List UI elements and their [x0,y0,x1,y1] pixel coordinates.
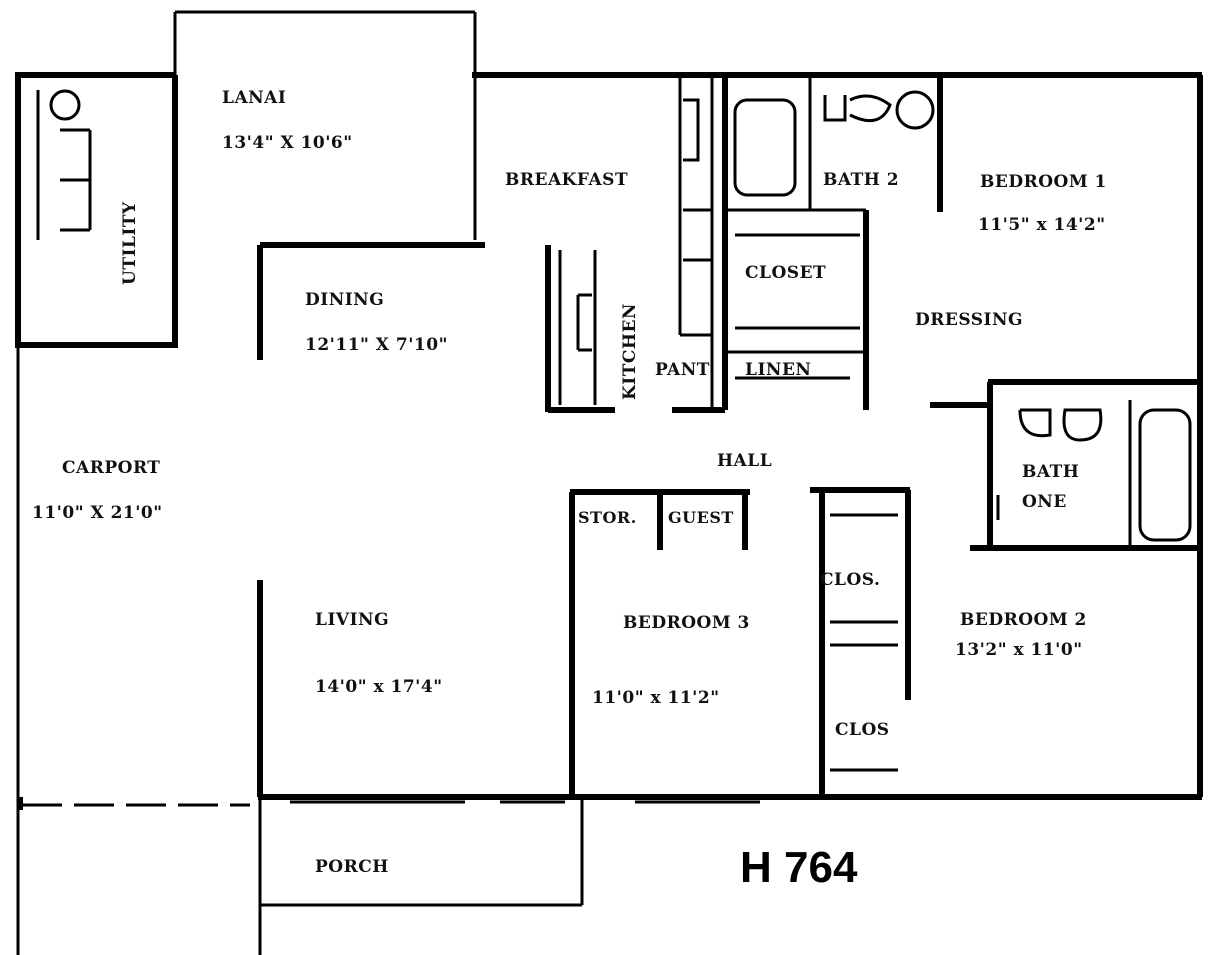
dining-label: DINING [305,290,385,310]
closet-label: CLOSET [745,263,827,283]
guest-label: GUEST [668,508,734,527]
hall-label: HALL [717,451,773,471]
bedroom2-size: 13'2" x 11'0" [955,640,1083,660]
pantry-label: PANT [655,360,710,380]
carport-label: CARPORT [62,458,161,478]
bedroom3-label: BEDROOM 3 [623,613,750,633]
dressing-label: DRESSING [915,310,1024,330]
lanai-label: LANAI [222,88,287,108]
utility-label: UTILITY [120,201,140,285]
bedroom1-size: 11'5" x 14'2" [978,215,1106,235]
living-label: LIVING [315,610,390,630]
bedroom3-size: 11'0" x 11'2" [592,688,720,708]
bath2-label: BATH 2 [823,170,900,190]
bath-one-label-2: ONE [1022,492,1067,512]
linen-label: LINEN [745,360,812,380]
living-size: 14'0" x 17'4" [315,677,443,697]
breakfast-label: BREAKFAST [505,170,629,190]
lanai-size: 13'4" X 10'6" [222,133,353,153]
storage-label: STOR. [578,508,637,527]
clos-label-2: CLOS [835,720,890,740]
bedroom1-label: BEDROOM 1 [980,172,1107,192]
plan-title: H 764 [740,843,858,892]
kitchen-label: KITCHEN [620,303,640,400]
bedroom2-label: BEDROOM 2 [960,610,1087,630]
bath-one-label: BATH [1022,462,1080,482]
porch-label: PORCH [315,857,389,877]
dining-size: 12'11" X 7'10" [305,335,448,355]
carport-size: 11'0" X 21'0" [32,503,163,523]
clos-label-1: CLOS. [820,570,881,590]
